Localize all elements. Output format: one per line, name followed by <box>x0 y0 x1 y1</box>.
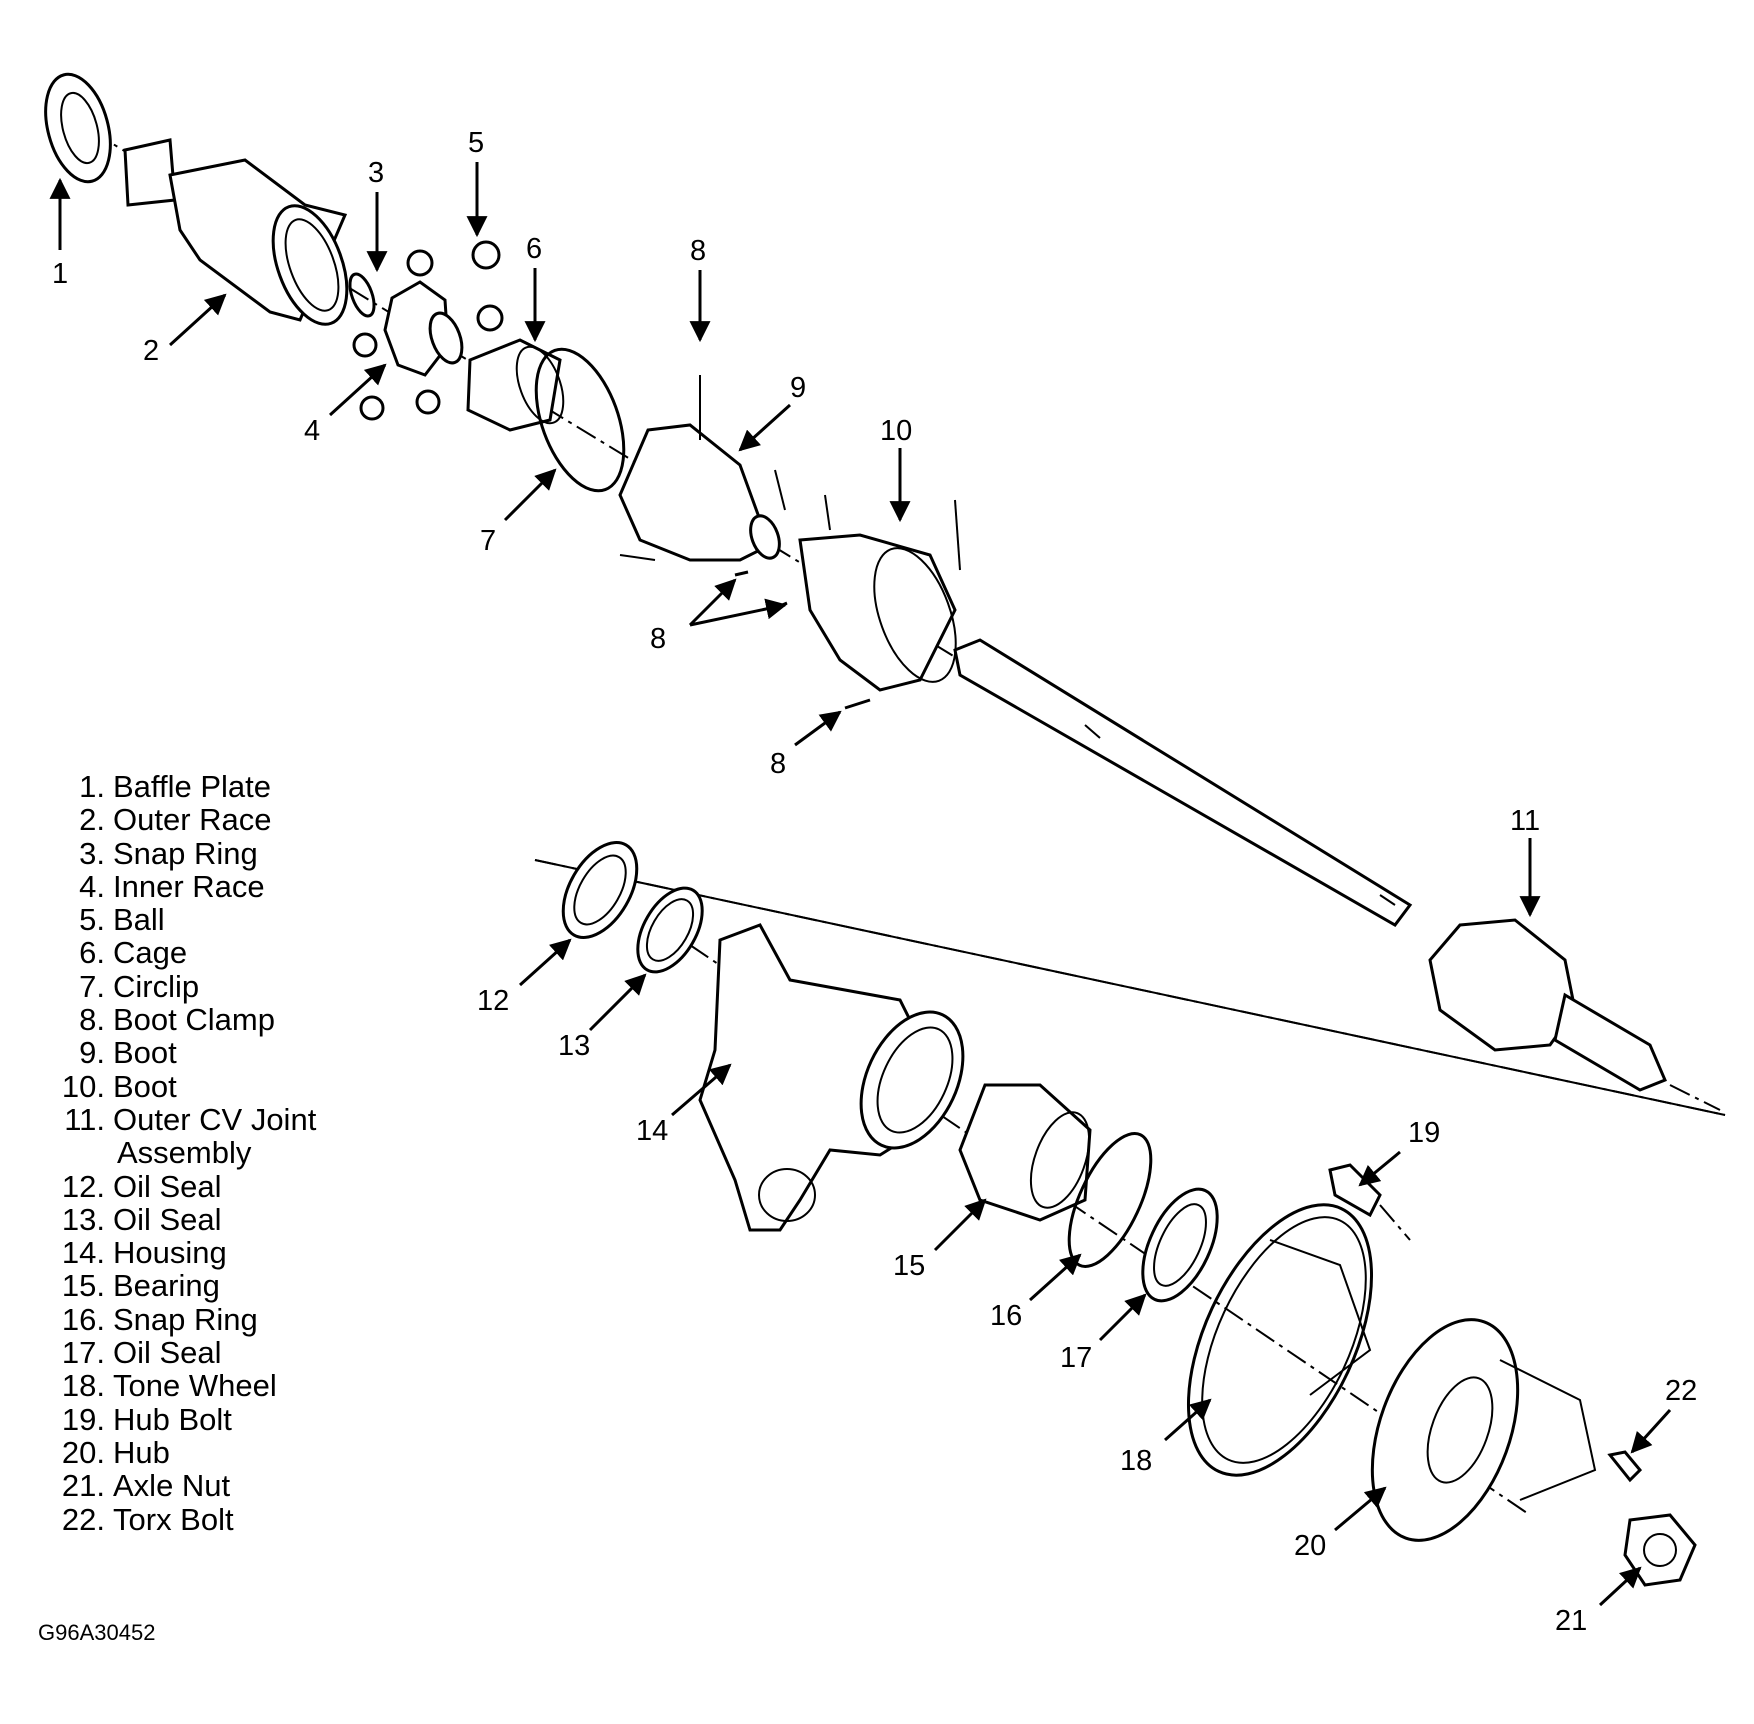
callout-3: 3 <box>368 157 384 189</box>
callout-22: 22 <box>1665 1375 1697 1407</box>
callout-13: 13 <box>558 1030 590 1062</box>
oil-seal-13-part <box>636 886 704 974</box>
torx-bolt-part <box>1607 1450 1643 1483</box>
callout-4: 4 <box>304 415 320 447</box>
figure-code: G96A30452 <box>38 1620 156 1645</box>
legend-item: 21.Axle Nut <box>61 1468 231 1504</box>
circlip-part <box>534 347 626 493</box>
legend-item: 5.Ball <box>79 902 165 938</box>
legend-item: 7.Circlip <box>79 968 200 1004</box>
parts-legend: 1.Baffle Plate 2.Outer Race 3.Snap Ring … <box>42 770 316 1536</box>
callout-15: 15 <box>893 1250 925 1282</box>
callout-19: 19 <box>1408 1117 1440 1149</box>
legend-item: 8.Boot Clamp <box>79 1002 275 1038</box>
callout-2: 2 <box>143 335 159 367</box>
outer-boot-part <box>798 494 961 692</box>
callout-14: 14 <box>636 1115 668 1147</box>
legend-item: 19.Hub Bolt <box>61 1401 232 1437</box>
callout-5: 5 <box>468 127 484 159</box>
ball-parts <box>352 240 504 421</box>
hub-bolt-part <box>1328 1163 1411 1241</box>
legend-item: 6.Cage <box>79 935 188 971</box>
legend-item: 12.Oil Seal <box>61 1168 222 1204</box>
baffle-plate-part <box>44 72 112 184</box>
callout-8-top: 8 <box>690 235 706 267</box>
callout-21: 21 <box>1555 1605 1587 1637</box>
callout-10: 10 <box>880 415 912 447</box>
legend-item: 2.Outer Race <box>79 802 272 838</box>
callout-11: 11 <box>1510 805 1540 837</box>
callout-16: 16 <box>990 1300 1022 1332</box>
callout-8-middle: 8 <box>650 623 666 655</box>
legend-item: 1.Baffle Plate <box>79 769 271 804</box>
cage-part <box>466 338 565 432</box>
legend-item: 9.Boot <box>79 1035 177 1071</box>
callout-12: 12 <box>477 985 509 1017</box>
housing-part <box>698 923 965 1232</box>
legend-item: 3.Snap Ring <box>79 835 258 871</box>
leader-arrows <box>49 162 1672 1607</box>
legend-item: 10.Boot <box>61 1068 177 1104</box>
callout-8-bottom: 8 <box>770 748 786 780</box>
legend-item: 18.Tone Wheel <box>61 1368 277 1404</box>
callout-1: 1 <box>52 258 68 290</box>
axle-nut-part <box>1623 1513 1697 1587</box>
legend-item: 14.Housing <box>61 1235 227 1271</box>
callout-7: 7 <box>480 525 496 557</box>
outer-race-part <box>123 138 349 326</box>
legend-item: 11.Outer CV Joint <box>64 1101 317 1137</box>
callout-9: 9 <box>790 372 806 404</box>
axle-shaft-part <box>953 638 1413 927</box>
oil-seal-12-part <box>561 841 639 939</box>
callout-6: 6 <box>526 233 542 265</box>
legend-item: 16.Snap Ring <box>61 1301 258 1337</box>
legend-item: 13.Oil Seal <box>61 1201 222 1237</box>
legend-item: 20.Hub <box>61 1434 170 1470</box>
callout-17: 17 <box>1060 1342 1092 1374</box>
inner-boot-part <box>618 375 786 562</box>
legend-item-continuation: Assembly <box>117 1135 252 1171</box>
hub-part <box>1370 1318 1597 1542</box>
bearing-part <box>958 1083 1092 1222</box>
legend-item: 4.Inner Race <box>79 868 265 904</box>
snap-ring-part <box>348 272 376 318</box>
oil-seal-17-part <box>1141 1187 1219 1303</box>
legend-item: 17.Oil Seal <box>61 1335 222 1371</box>
callout-20: 20 <box>1294 1530 1326 1562</box>
callout-labels: 1 2 3 4 5 6 7 8 9 10 8 8 11 12 13 14 15 … <box>52 127 1697 1637</box>
legend-item: 15.Bearing <box>61 1268 220 1304</box>
tone-wheel-part <box>1186 1203 1374 1477</box>
legend-item: 22.Torx Bolt <box>61 1501 234 1537</box>
callout-18: 18 <box>1120 1445 1152 1477</box>
outer-cv-joint-part <box>1428 918 1721 1111</box>
inner-race-part <box>383 280 464 377</box>
